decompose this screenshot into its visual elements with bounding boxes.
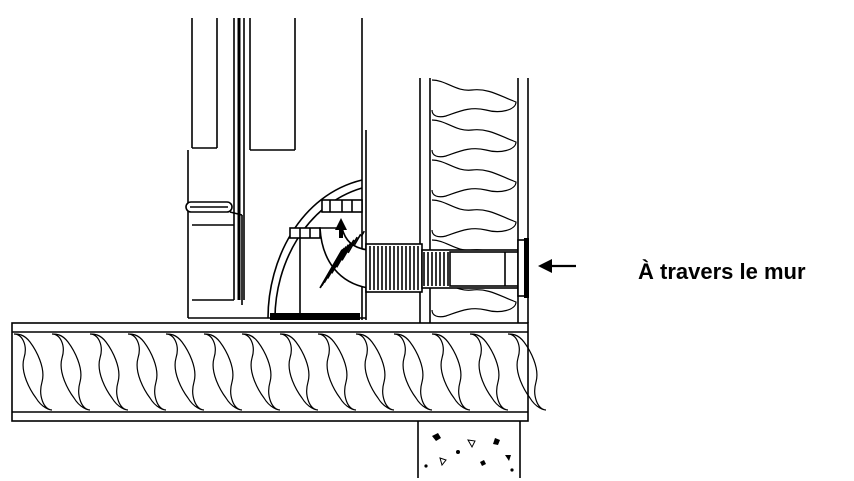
horizontal-vent-pipe: [365, 238, 529, 298]
concrete-foundation: [417, 421, 521, 478]
pointer-arrow: [538, 259, 576, 273]
vent-elbow-chamber: [267, 179, 369, 319]
floor-insulation-slab: [11, 322, 547, 422]
through-wall-label: À travers le mur: [638, 259, 806, 284]
